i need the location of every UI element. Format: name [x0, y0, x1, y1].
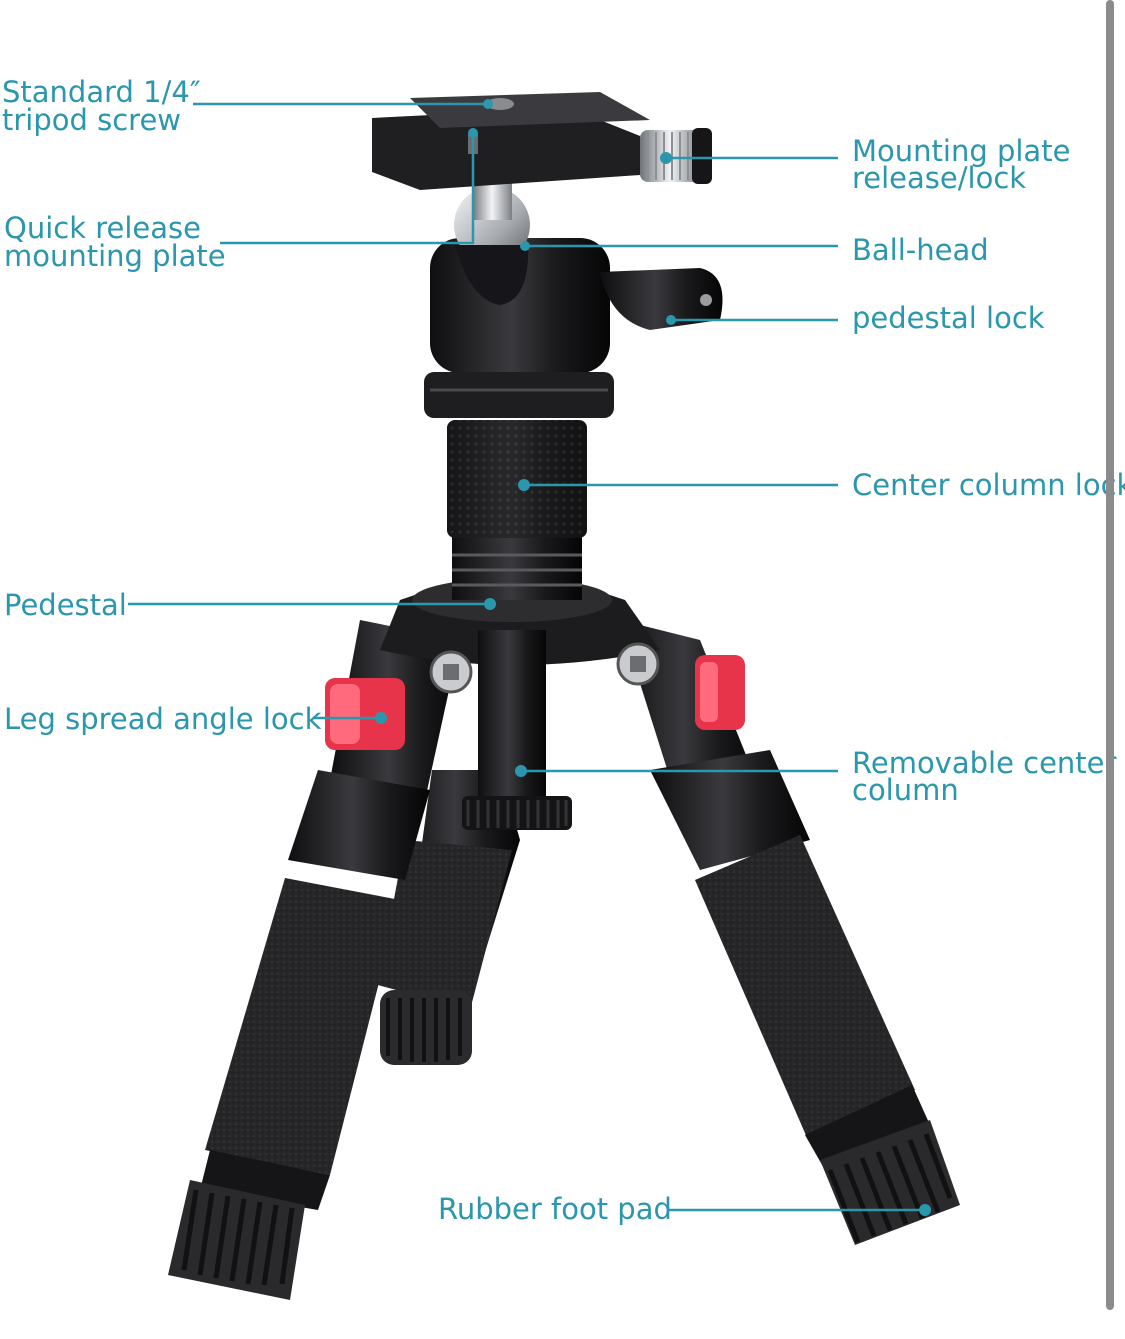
- back-leg-foot: [380, 990, 472, 1065]
- leader-lines: [128, 102, 925, 1212]
- label-screw-line2: tripod screw: [2, 103, 182, 137]
- label-plate-lock-line1: Mounting plate: [852, 134, 1071, 168]
- removable-center-column: [462, 630, 572, 830]
- tripod-screw: [486, 98, 514, 110]
- leg-spread-lock-right: [695, 655, 745, 730]
- right-leg-foam-grip: [695, 835, 915, 1140]
- dot-screw: [483, 99, 493, 109]
- leg-spread-lock-left: [325, 678, 405, 750]
- dot-pedestal-lock: [666, 315, 676, 325]
- quick-release-plate: [410, 92, 650, 128]
- right-leg: [620, 620, 960, 1245]
- left-leg-foam-grip: [205, 878, 400, 1175]
- label-center-column-lock: Center column lock: [852, 468, 1125, 502]
- scrollbar[interactable]: [1106, 0, 1114, 1310]
- mounting-plate-lock-knob: [640, 128, 712, 184]
- label-center-column-line2: column: [852, 773, 959, 807]
- label-pedestal: Pedestal: [4, 588, 127, 622]
- label-foot-pad: Rubber foot pad: [438, 1192, 672, 1226]
- label-leg-spread-lock: Leg spread angle lock: [4, 702, 322, 736]
- label-qr-plate-line2: mounting plate: [4, 239, 226, 273]
- dot-pedestal: [484, 598, 496, 610]
- label-screw-line1: Standard 1/4″: [2, 75, 201, 109]
- dot-ball-head: [520, 241, 530, 251]
- center-column-lock-knob: [447, 420, 587, 538]
- quick-release-clamp: [372, 92, 650, 190]
- left-leg-foot: [168, 1180, 305, 1300]
- dot-leg-lock: [375, 712, 387, 724]
- dot-center-column: [515, 765, 527, 777]
- dot-qr-plate: [468, 128, 478, 138]
- label-qr-plate-line1: Quick release: [4, 211, 201, 245]
- leader-qr-plate: [220, 133, 475, 245]
- pedestal-lock-knob: [600, 268, 723, 330]
- label-ball-head: Ball-head: [852, 233, 989, 267]
- dot-plate-lock: [660, 152, 672, 164]
- leader-dots: [375, 99, 931, 1216]
- dot-foot-pad: [919, 1204, 931, 1216]
- label-plate-lock-line2: release/lock: [852, 161, 1027, 195]
- pedestal: [452, 536, 582, 600]
- label-pedestal-lock: pedestal lock: [852, 301, 1045, 335]
- back-leg-foam-grip: [378, 840, 512, 1010]
- label-center-column-line1: Removable center: [852, 746, 1117, 780]
- dot-column-lock: [518, 479, 530, 491]
- left-leg: [168, 620, 460, 1300]
